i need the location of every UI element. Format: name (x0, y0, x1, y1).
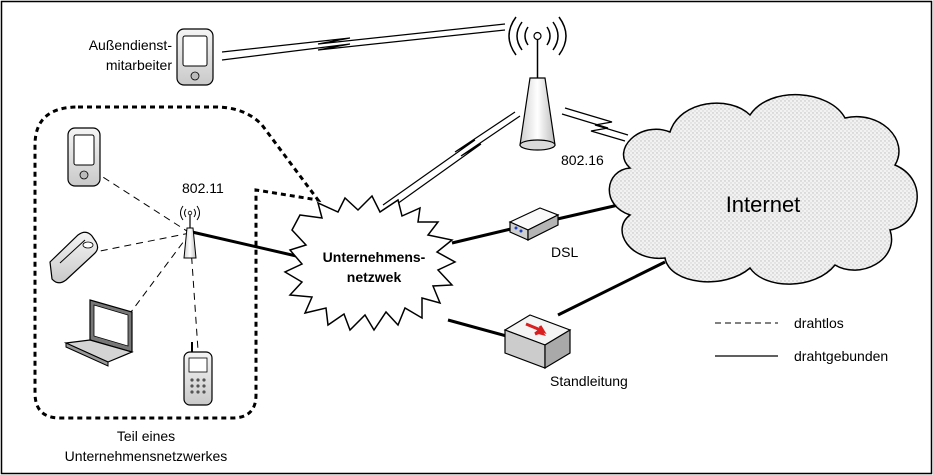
laptop-icon (63, 299, 134, 367)
wlan-access-point-icon (180, 205, 200, 259)
wimax-signal-icon (508, 16, 567, 56)
flip-phone-icon (49, 231, 99, 284)
wireless-link-tower-corporate-2 (389, 115, 521, 210)
wimax-label: 802.16 (561, 152, 604, 168)
legend-wireless-label: drahtlos (794, 315, 844, 331)
corporate-network-label-line2: netzwek (347, 269, 402, 285)
corporate-segment-label-line2: Unternehmensnetzwerkes (65, 448, 228, 464)
wireless-link-tower-corporate (382, 111, 516, 206)
internet-label: Internet (726, 192, 801, 217)
internet-cloud (608, 94, 918, 285)
corporate-segment-label-line1: Teil eines (117, 428, 175, 444)
wlan-pda-icon (67, 127, 101, 187)
wireless-link-tower-internet-2 (561, 113, 626, 142)
leased-line-label: Standleitung (550, 373, 628, 389)
wired-links (191, 198, 666, 339)
field-worker-label-line2: mitarbeiter (106, 57, 172, 73)
dsl-label: DSL (551, 244, 578, 260)
wimax-tower (519, 31, 556, 151)
dsl-modem-icon (508, 207, 560, 241)
wlan-links (94, 171, 199, 351)
field-worker-label-line1: Außendienst- (89, 37, 173, 53)
corporate-network-label-line1: Unternehmens- (323, 249, 426, 265)
corporate-segment-boundary (33, 105, 322, 420)
corporate-network-starburst (283, 194, 457, 332)
wireless-link-tower-internet (564, 107, 629, 136)
wifi-label: 802.11 (182, 180, 224, 196)
field-worker-pda-icon (176, 28, 214, 86)
cell-phone-icon (183, 342, 213, 406)
wireless-link-fieldworker-tower (221, 23, 506, 53)
wireless-link-fieldworker-tower-2 (221, 29, 506, 61)
legend-wired-label: drahtgebunden (794, 348, 888, 364)
router-icon (503, 314, 572, 370)
